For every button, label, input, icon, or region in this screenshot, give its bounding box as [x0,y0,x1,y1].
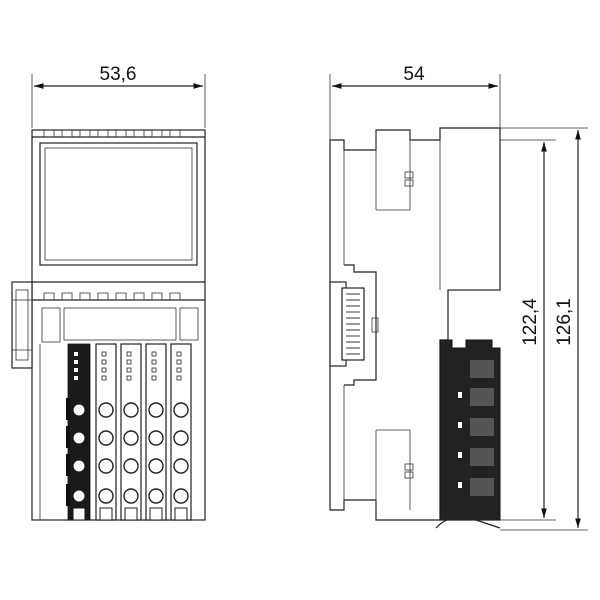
front-middle-band [32,281,205,343]
height-dimensions: 122,4 126,1 [500,127,588,531]
front-rail-clip [11,281,33,369]
side-depth-label: 54 [403,64,425,85]
side-clips [404,171,414,479]
side-depth-dimension: 54 [329,64,501,140]
side-bus-connector [329,264,379,386]
front-top-vents [32,129,205,138]
front-view: 53,6 [11,64,206,521]
side-terminal-block [435,339,501,529]
height-inner-label: 122,4 [520,298,541,346]
front-width-dimension: 53,6 [31,64,206,128]
height-outer-label: 126,1 [554,298,575,346]
side-view: 54 [329,64,588,531]
front-label-window [39,142,198,266]
front-terminal-columns [66,343,192,521]
front-width-label: 53,6 [100,64,137,85]
